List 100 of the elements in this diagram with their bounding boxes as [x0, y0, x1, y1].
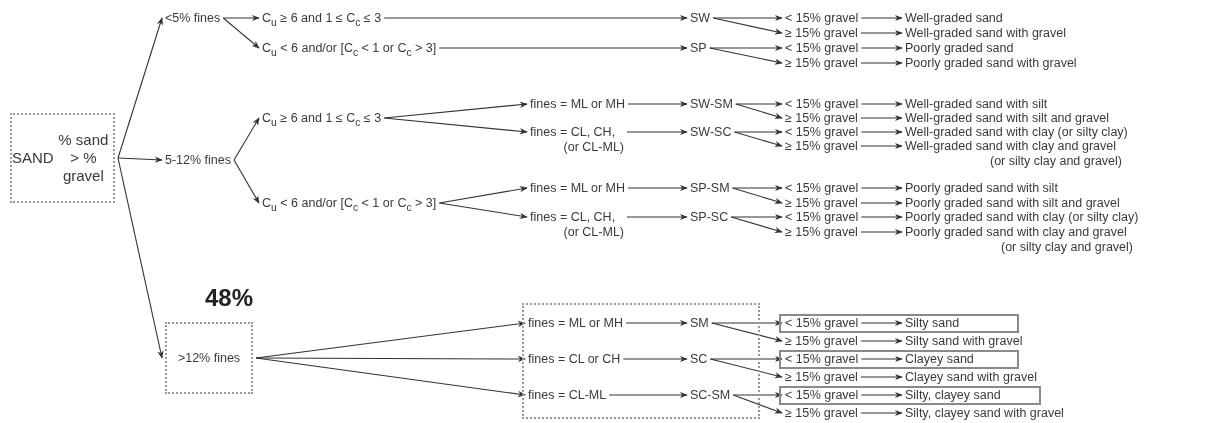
arrow	[117, 17, 163, 159]
flow-text: SW-SM	[690, 96, 733, 112]
arrow	[233, 159, 260, 204]
arrow	[860, 199, 903, 207]
flow-text: fines = CL-ML	[528, 387, 607, 403]
arrow	[860, 391, 903, 399]
flow-text: C$_{u}$ ≥ 6 and 1 ≤ C$_{c}$ ≤ 3	[262, 110, 382, 129]
flow-text: ≥ 15% gravel	[785, 25, 858, 41]
arrow	[860, 44, 903, 52]
arrow	[117, 157, 164, 359]
percent-label: 48%	[205, 290, 254, 305]
flow-text: Well-graded sand with gravel	[905, 25, 1066, 41]
arrow	[622, 355, 688, 363]
box-text: >12% fines	[177, 350, 241, 366]
flow-text: < 15% gravel	[785, 315, 859, 331]
arrow	[712, 14, 783, 22]
arrow	[711, 319, 783, 327]
arrow	[233, 117, 260, 161]
flow-text: SM	[690, 315, 709, 331]
process-box	[10, 113, 115, 203]
flow-text: Poorly graded sand with clay and gravel (or silty clay and gravel)	[905, 224, 1133, 255]
arrow	[860, 228, 903, 236]
arrow	[709, 47, 783, 65]
arrow	[860, 373, 903, 381]
arrow	[438, 202, 528, 220]
arrow	[730, 216, 783, 234]
flow-text: Poorly graded sand with gravel	[905, 55, 1077, 71]
arrow	[730, 213, 783, 221]
flow-text: ≥ 15% gravel	[785, 333, 858, 349]
arrow	[383, 101, 528, 119]
flow-text: ≥ 15% gravel	[785, 110, 858, 126]
flow-text: Poorly graded sand with clay (or silty clay)	[905, 209, 1139, 225]
flow-text: <5% fines	[165, 10, 221, 26]
arrow	[625, 319, 688, 327]
flow-text: < 15% gravel	[785, 209, 859, 225]
box-text: SAND	[12, 149, 54, 167]
flow-text: Clayey sand	[905, 351, 974, 367]
arrow	[860, 184, 903, 192]
arrow	[117, 156, 163, 163]
arrow	[732, 184, 783, 192]
flow-text: ≥ 15% gravel	[785, 405, 858, 421]
flow-text: < 15% gravel	[785, 40, 859, 56]
arrow	[732, 391, 783, 399]
group-box	[522, 303, 760, 419]
box-text: % sand > % gravel	[57, 131, 110, 185]
flow-text: SC	[690, 351, 708, 367]
arrow	[438, 186, 528, 204]
flow-text: < 15% gravel	[785, 96, 859, 112]
flow-text: 5-12% fines	[165, 152, 231, 168]
arrow	[860, 409, 903, 417]
arrow	[709, 44, 783, 52]
arrow	[709, 355, 783, 363]
flow-text: SC-SM	[690, 387, 731, 403]
flow-text: fines = ML or MH	[530, 96, 626, 112]
arrow	[860, 100, 903, 108]
arrow	[222, 17, 260, 49]
arrow	[860, 59, 903, 67]
arrow	[860, 128, 903, 136]
flow-text: < 15% gravel	[785, 351, 859, 367]
flow-text: Clayey sand with gravel	[905, 369, 1037, 385]
arrow	[733, 128, 783, 136]
flow-text: C$_{u}$ < 6 and/or [C$_{c}$ < 1 or C$_{c}$ > 3]	[262, 40, 437, 59]
flow-text: ≥ 15% gravel	[785, 195, 858, 211]
flow-text: Poorly graded sand	[905, 40, 1014, 56]
flow-text: C$_{u}$ ≥ 6 and 1 ≤ C$_{c}$ ≤ 3	[262, 10, 382, 29]
flow-text: fines = ML or MH	[528, 315, 624, 331]
flow-text: Poorly graded sand with silt	[905, 180, 1058, 196]
flow-text: Silty sand	[905, 315, 960, 331]
arrow	[860, 355, 903, 363]
arrow	[860, 114, 903, 122]
arrow	[735, 103, 783, 119]
arrow	[860, 142, 903, 150]
flow-text: < 15% gravel	[785, 387, 859, 403]
flow-text: fines = CL, CH, (or CL-ML)	[530, 124, 624, 155]
flow-text: Well-graded sand with silt and gravel	[905, 110, 1110, 126]
flow-text: Well-graded sand with clay and gravel (or silty clay and gravel)	[905, 138, 1122, 169]
arrow	[733, 131, 783, 148]
flow-text: SP	[690, 40, 707, 56]
arrow	[860, 319, 903, 327]
flow-text: SW-SC	[690, 124, 732, 140]
arrow	[732, 187, 783, 204]
arrow	[383, 117, 528, 135]
flow-text: < 15% gravel	[785, 180, 859, 196]
arrow	[711, 322, 783, 343]
arrow	[709, 358, 783, 379]
flow-text: Well-graded sand with silt	[905, 96, 1048, 112]
flow-text: fines = CL, CH, (or CL-ML)	[530, 209, 624, 240]
arrow	[626, 128, 688, 136]
arrow	[608, 391, 688, 399]
arrow	[438, 44, 688, 52]
flow-text: fines = CL or CH	[528, 351, 621, 367]
flow-text: ≥ 15% gravel	[785, 224, 858, 240]
flow-text: ≥ 15% gravel	[785, 369, 858, 385]
flow-text: Silty sand with gravel	[905, 333, 1023, 349]
arrow	[860, 337, 903, 345]
flow-text: SW	[690, 10, 711, 26]
arrow	[735, 100, 783, 108]
arrow	[860, 29, 903, 37]
flow-text: SP-SM	[690, 180, 730, 196]
arrow	[222, 14, 260, 22]
